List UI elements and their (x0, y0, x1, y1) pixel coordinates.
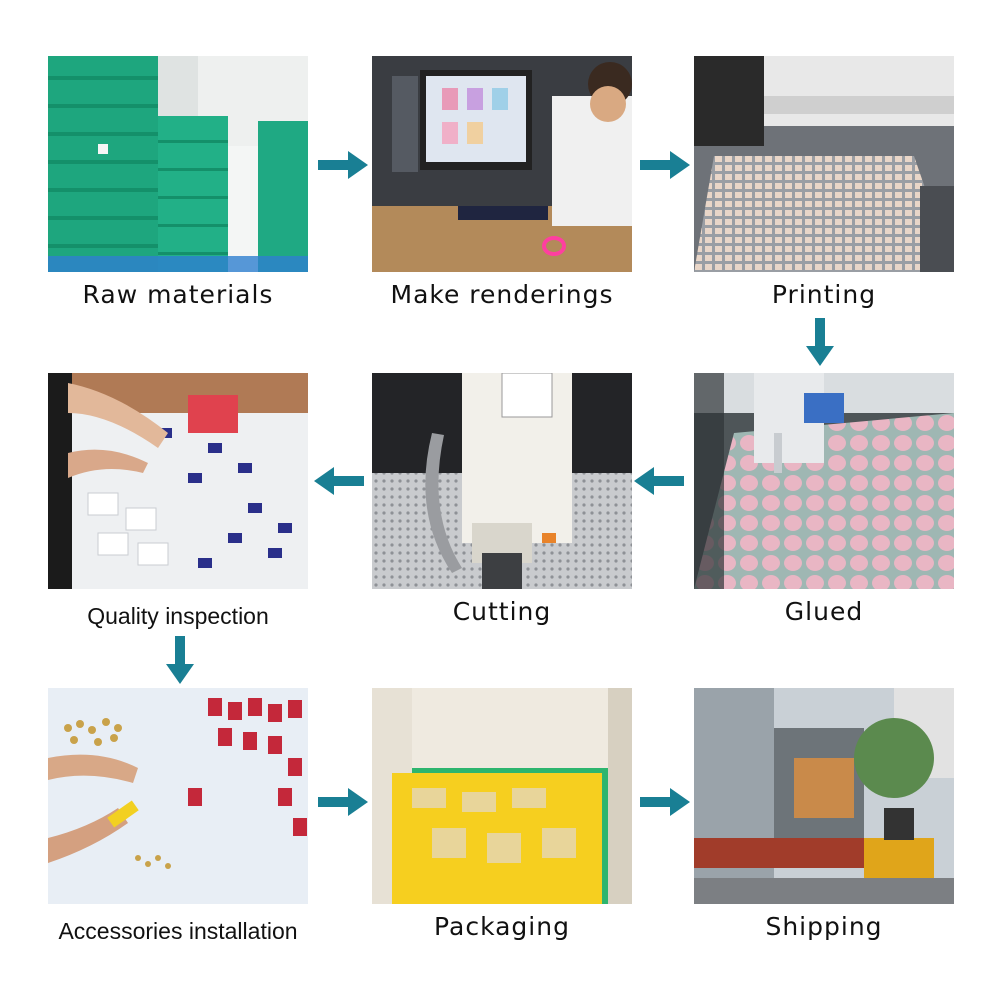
arrow-right-icon (318, 151, 368, 179)
step-label: Printing (771, 280, 877, 309)
step-label: Packaging (434, 912, 570, 941)
arrow-down-icon (806, 318, 834, 366)
glued-photo (694, 373, 954, 589)
cutting-photo (372, 373, 632, 589)
raw-materials-photo (48, 56, 308, 272)
step-packaging: Packaging (372, 688, 632, 948)
arrow-right-icon (640, 151, 690, 179)
step-label: Raw materials (82, 280, 274, 309)
step-label: Cutting (452, 597, 552, 626)
packaging-photo (372, 688, 632, 904)
step-glued: Glued (694, 373, 954, 633)
step-label: Accessories installation (58, 918, 298, 944)
step-label: Quality inspection (87, 603, 269, 629)
step-shipping: Shipping (694, 688, 954, 948)
arrow-right-icon (640, 788, 690, 816)
step-make-renderings: Make renderings (372, 56, 632, 316)
arrow-right-icon (318, 788, 368, 816)
step-label: Glued (784, 597, 864, 626)
step-accessories-installation: Accessories installation (48, 688, 308, 948)
step-label: Shipping (765, 912, 883, 941)
arrow-left-icon (634, 467, 684, 495)
make-renderings-photo (372, 56, 632, 272)
step-cutting: Cutting (372, 373, 632, 633)
shipping-photo (694, 688, 954, 904)
accessories-installation-photo (48, 688, 308, 904)
step-raw-materials: Raw materials (48, 56, 308, 316)
step-label: Make renderings (390, 280, 614, 309)
step-printing: Printing (694, 56, 954, 316)
arrow-down-icon (166, 636, 194, 684)
arrow-left-icon (314, 467, 364, 495)
quality-inspection-photo (48, 373, 308, 589)
step-quality-inspection: Quality inspection (48, 373, 308, 633)
printing-photo (694, 56, 954, 272)
